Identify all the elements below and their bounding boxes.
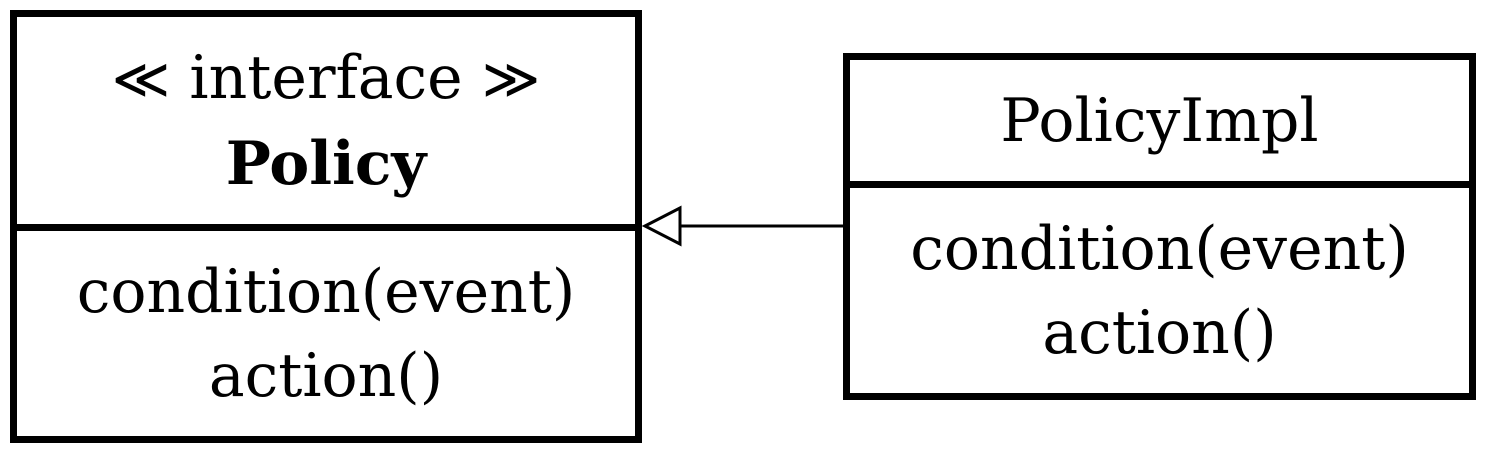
interface-operations-compartment: condition(event) action() <box>17 224 635 436</box>
stereotype-close-guillemet: ≫ <box>481 46 541 112</box>
interface-header-compartment: ≪ interface ≫ Policy <box>17 17 635 224</box>
interface-name: Policy <box>225 128 427 199</box>
interface-stereotype: ≪ interface ≫ <box>112 36 541 122</box>
stereotype-keyword: interface <box>189 42 463 113</box>
implementation-header-compartment: PolicyImpl <box>850 60 1469 181</box>
implementation-operation-condition: condition(event) <box>910 213 1409 284</box>
implementation-operation-action: action() <box>1042 297 1277 368</box>
interface-class-box: ≪ interface ≫ Policy condition(event) ac… <box>10 10 642 443</box>
implementation-operations-compartment: condition(event) action() <box>850 181 1469 393</box>
realization-arrowhead <box>641 205 682 247</box>
implementation-name: PolicyImpl <box>1000 85 1319 156</box>
implementation-class-box: PolicyImpl condition(event) action() <box>843 53 1476 400</box>
stereotype-open-guillemet: ≪ <box>111 46 171 112</box>
interface-operation-action: action() <box>208 340 444 411</box>
interface-operation-condition: condition(event) <box>76 256 576 327</box>
